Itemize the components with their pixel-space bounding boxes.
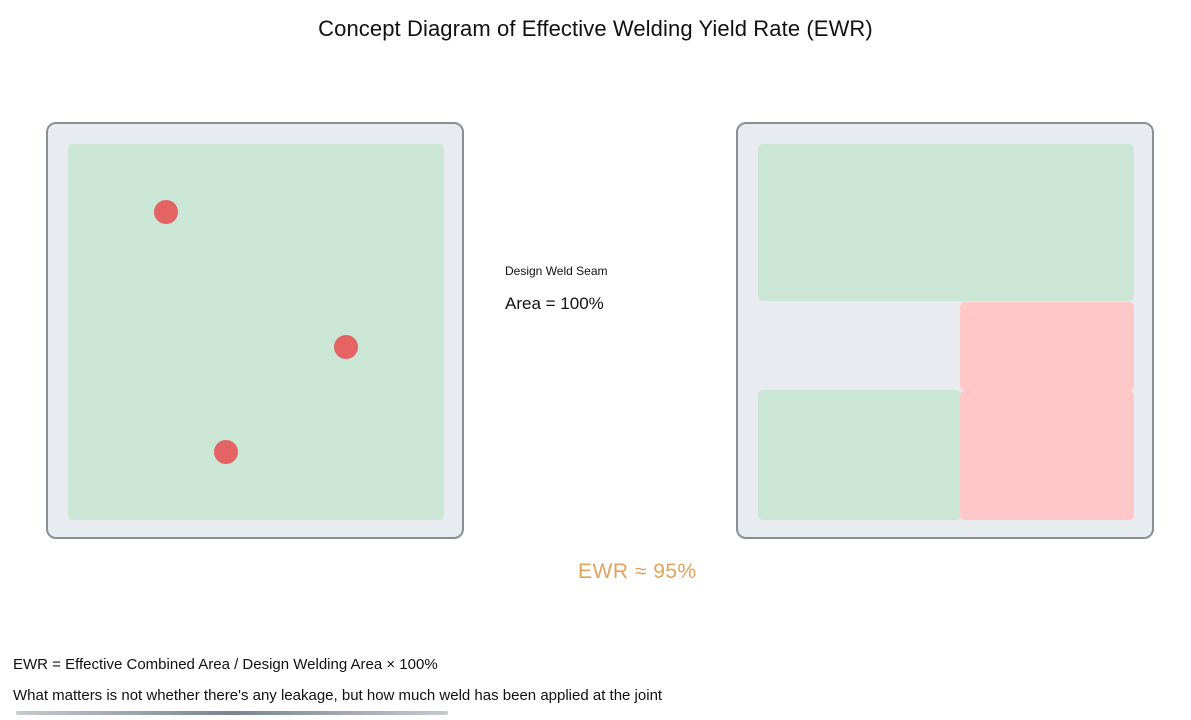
right-defect-area-upper: [960, 302, 1134, 391]
left-weld-area: [68, 144, 444, 520]
design-area-label: Area = 100%: [505, 294, 604, 313]
ewr-formula: EWR = Effective Combined Area / Design W…: [13, 656, 438, 673]
left-weld-panel: [46, 122, 464, 539]
underline-bar: [16, 711, 448, 715]
right-top-weld-area: [758, 144, 1134, 301]
right-bottom-weld-area: [758, 390, 961, 520]
ewr-result-label: EWR ≈ 95%: [578, 560, 697, 583]
ewr-note: What matters is not whether there's any …: [13, 687, 663, 704]
defect-point-2: [334, 335, 358, 359]
design-weld-seam-label: Design Weld Seam: [505, 264, 608, 278]
defect-point-1: [154, 200, 178, 224]
right-defect-area-lower: [960, 391, 1134, 520]
defect-point-3: [214, 440, 238, 464]
right-weld-panel: [736, 122, 1154, 539]
diagram-title: Concept Diagram of Effective Welding Yie…: [318, 16, 873, 41]
